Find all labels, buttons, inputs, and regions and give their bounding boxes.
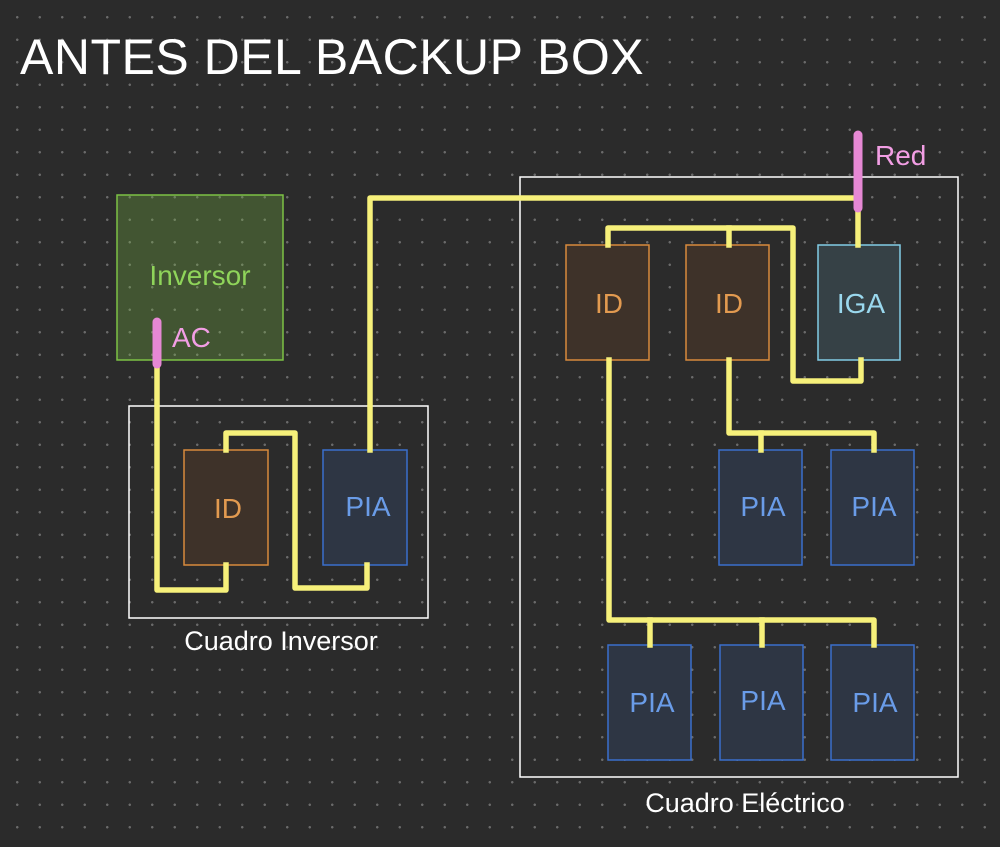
wire-pia-to-grid: [367, 195, 861, 453]
grid-terminal-label: Red: [875, 140, 926, 171]
id-module-electrico-2: [685, 244, 770, 361]
ac-terminal-label: AC: [172, 322, 211, 353]
diagram-title: ANTES DEL BACKUP BOX: [20, 29, 645, 85]
id-module-electrico-1-label: ID: [595, 288, 623, 319]
inverter-box: [116, 194, 284, 361]
iga-module: [817, 244, 901, 361]
wire-id-to-pia: [223, 430, 370, 591]
wire-iga-to-id-bus: [605, 225, 864, 384]
wiring: [154, 195, 877, 648]
pia-module-electrico-4-label: PIA: [740, 685, 785, 716]
pia-module-electrico-5: [830, 644, 915, 761]
cuadro-electrico-label: Cuadro Eléctrico: [645, 788, 845, 818]
id-module-inversor-label: ID: [214, 493, 242, 524]
pia-module-electrico-5-label: PIA: [852, 687, 897, 718]
pia-module-electrico-1-label: PIA: [740, 491, 785, 522]
pia-module-electrico-3: [607, 644, 692, 761]
cuadro-electrico-frame: [519, 176, 959, 778]
pia-module-electrico-4: [719, 644, 804, 761]
pia-module-electrico-2-label: PIA: [851, 491, 896, 522]
wire-id2-to-middle-pias: [726, 357, 877, 453]
pia-module-inversor-label: PIA: [345, 491, 390, 522]
wire-ac-to-id: [154, 357, 229, 593]
inverter-label: Inversor: [149, 260, 250, 291]
pia-module-inversor: [322, 449, 408, 566]
pia-module-electrico-1: [718, 449, 803, 566]
id-module-electrico-2-label: ID: [715, 288, 743, 319]
iga-module-label: IGA: [837, 288, 886, 319]
cuadro-inversor-frame: [128, 405, 429, 619]
wire-id1-to-bottom-pias: [606, 357, 877, 648]
cuadro-inversor-label: Cuadro Inversor: [184, 626, 378, 656]
pia-module-electrico-3-label: PIA: [629, 687, 674, 718]
pia-module-electrico-2: [830, 449, 915, 566]
